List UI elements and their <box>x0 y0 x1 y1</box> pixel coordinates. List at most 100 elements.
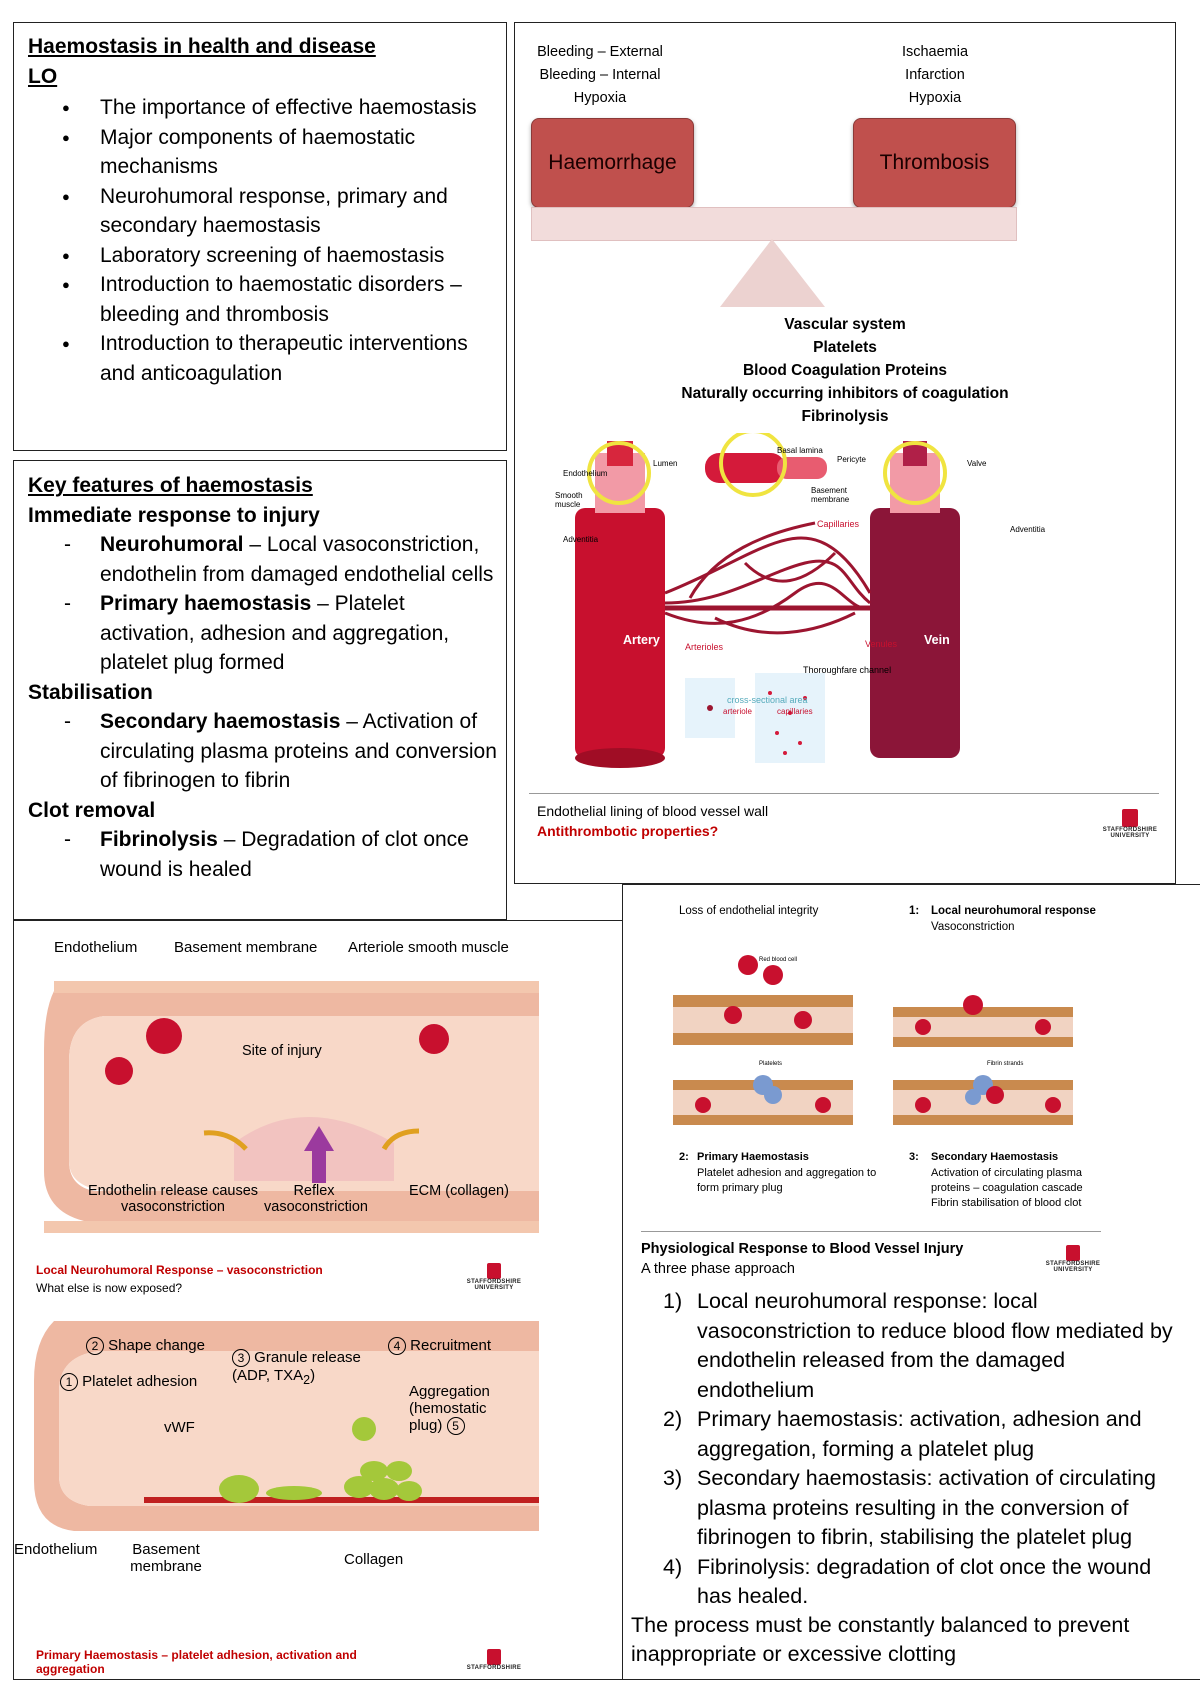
collagen-label: Collagen <box>344 1551 404 1568</box>
valve-label: Valve <box>967 459 987 468</box>
shield-icon <box>1122 809 1138 827</box>
recruitment-label: 4 Recruitment <box>388 1337 491 1355</box>
lo-item: Introduction to therapeutic intervention… <box>14 329 494 388</box>
section-heading: Clot removal <box>28 798 156 822</box>
step-item: 3)Secondary haemostasis: activation of c… <box>663 1466 1156 1549</box>
ecm-label: ECM (collagen) <box>409 1183 509 1199</box>
phase1-num: 1: <box>909 905 920 917</box>
phase3-sub: Activation of circulating plasma protein… <box>931 1167 1083 1209</box>
phase2-title: Primary Haemostasis <box>697 1151 809 1163</box>
number-2: 2 <box>86 1337 104 1355</box>
venules-label: Venules <box>865 639 898 649</box>
phases-footer: The process must be constantly balanced … <box>631 1613 1130 1666</box>
basement-membrane-label: Basement membrane <box>811 486 850 504</box>
step-item: 1)Local neurohumoral response: local vas… <box>663 1289 1173 1402</box>
phase-images <box>673 955 1073 1125</box>
lo-list: The importance of effective haemostasis … <box>14 93 494 388</box>
primary-plug-image <box>673 1075 853 1125</box>
platelet-caption-red: Primary Haemostasis – platelet adhesion,… <box>36 1648 357 1676</box>
shield-icon <box>487 1263 501 1279</box>
shield-icon <box>487 1649 501 1665</box>
feature-item: Primary haemostasis – Platelet activatio… <box>14 589 498 678</box>
vwf-label: vWF <box>164 1419 195 1436</box>
balance-beam <box>531 207 1017 241</box>
capillary-network-icon <box>664 521 872 635</box>
injury-endothelium-label: Endothelium <box>54 939 138 956</box>
key-features-box: Key features of haemostasis Immediate re… <box>13 460 507 920</box>
staffs-logo: STAFFORDSHIRE UNIVERSITY <box>1043 1245 1103 1273</box>
smooth-muscle-label: Smooth muscle <box>555 491 583 509</box>
balance-fulcrum <box>720 239 825 307</box>
vein-label: Vein <box>924 633 950 647</box>
cross-section-label: cross-sectional area <box>727 695 808 705</box>
haemorrhage-box: Haemorrhage <box>531 118 694 208</box>
step-item: 2)Primary haemostasis: activation, adhes… <box>663 1407 1142 1461</box>
lo-item: Introduction to haemostatic disorders – … <box>14 270 494 329</box>
staffs-logo: STAFFORDSHIRE <box>464 1649 524 1671</box>
arteriole-small-label: arteriole <box>723 707 752 716</box>
number-3: 3 <box>232 1349 250 1367</box>
number-1: 1 <box>60 1373 78 1391</box>
adhesion-label: 1 Platelet adhesion <box>60 1373 197 1391</box>
section-heading: Stabilisation <box>28 680 153 704</box>
vessel-caption-red: Antithrombotic properties? <box>537 823 719 839</box>
learning-outcomes-box: Haemostasis in health and disease LO The… <box>13 22 507 451</box>
three-phase-box: Loss of endothelial integrity 1: Local n… <box>622 884 1200 1680</box>
feature-item: Fibrinolysis – Degradation of clot once … <box>14 825 498 884</box>
staffs-logo: STAFFORDSHIRE UNIVERSITY <box>1100 809 1160 839</box>
artery-icon <box>575 441 665 768</box>
capillaries-small-label: capillaries <box>777 707 813 716</box>
loss-label: Loss of endothelial integrity <box>679 905 819 917</box>
artery-label: Artery <box>623 633 660 647</box>
lo-item: Major components of haemostatic mechanis… <box>14 123 494 182</box>
step-item: 4)Fibrinolysis: degradation of clot once… <box>663 1554 1152 1609</box>
lo-item: Laboratory screening of haemostasis <box>14 241 494 271</box>
vein-icon <box>870 441 960 758</box>
capillaries-label: Capillaries <box>817 519 860 529</box>
platelet-basement-label: Basement membrane <box>130 1541 202 1575</box>
vein-adventitia-label: Adventitia <box>1010 525 1046 534</box>
capillary-segment-icon <box>705 433 827 497</box>
phase1-title: Local neurohumoral response <box>931 905 1096 917</box>
fibrin-label: Fibrin strands <box>987 1061 1024 1067</box>
endothelium-label: Endothelium <box>563 469 608 478</box>
lo-label: LO <box>28 65 58 88</box>
injury-smooth-label: Arteriole smooth muscle <box>348 939 509 956</box>
injury-caption-red: Local Neurohumoral Response – vasoconstr… <box>36 1263 323 1277</box>
injury-basement-label: Basement membrane <box>174 939 318 956</box>
vessel-illustration <box>575 433 960 768</box>
platelets-label: Platelets <box>759 1061 783 1067</box>
platelet-diagram <box>34 1321 539 1531</box>
endothelin-label: Endothelin release causes vasoconstricti… <box>87 1183 259 1215</box>
arterioles-label: Arterioles <box>685 642 724 652</box>
adventitia-label: Adventitia <box>563 535 599 544</box>
number-5: 5 <box>446 1417 465 1435</box>
phase3-num: 3: <box>909 1151 919 1163</box>
features-title: Key features of haemostasis <box>28 474 313 497</box>
feature-item: Secondary haemostasis – Activation of ci… <box>14 707 498 796</box>
thrombosis-box: Thrombosis <box>853 118 1016 208</box>
vessel-caption: Endothelial lining of blood vessel wall <box>537 803 769 819</box>
reflex-label: Reflex vasoconstriction <box>264 1183 368 1215</box>
vasoconstriction-image <box>893 995 1073 1047</box>
vessel-injury-diagram <box>14 961 539 1233</box>
lo-title: Haemostasis in health and disease <box>28 35 376 58</box>
thoroughfare-label: Thoroughfare channel <box>803 665 892 675</box>
phase1-sub: Vasoconstriction <box>931 921 1015 933</box>
injury-diagrams-box: Endothelium Basement membrane Arteriole … <box>13 920 627 1680</box>
section-heading: Immediate response to injury <box>28 503 320 527</box>
secondary-clot-image <box>893 1075 1073 1125</box>
caption-rule <box>529 793 1159 794</box>
feature-item: Neurohumoral – Local vasoconstriction, e… <box>14 530 498 589</box>
granule-label: 3 Granule release (ADP, TXA2) <box>232 1349 361 1387</box>
shape-change-label: 2 Shape change <box>86 1337 205 1355</box>
phases-subtitle: A three phase approach <box>641 1261 795 1277</box>
basal-lamina-label: Basal lamina <box>777 446 823 455</box>
phases-rule <box>641 1231 1101 1232</box>
phase2-num: 2: <box>679 1151 689 1163</box>
injury-caption: What else is now exposed? <box>36 1281 183 1295</box>
rbc-label: Red blood cell <box>759 957 798 963</box>
